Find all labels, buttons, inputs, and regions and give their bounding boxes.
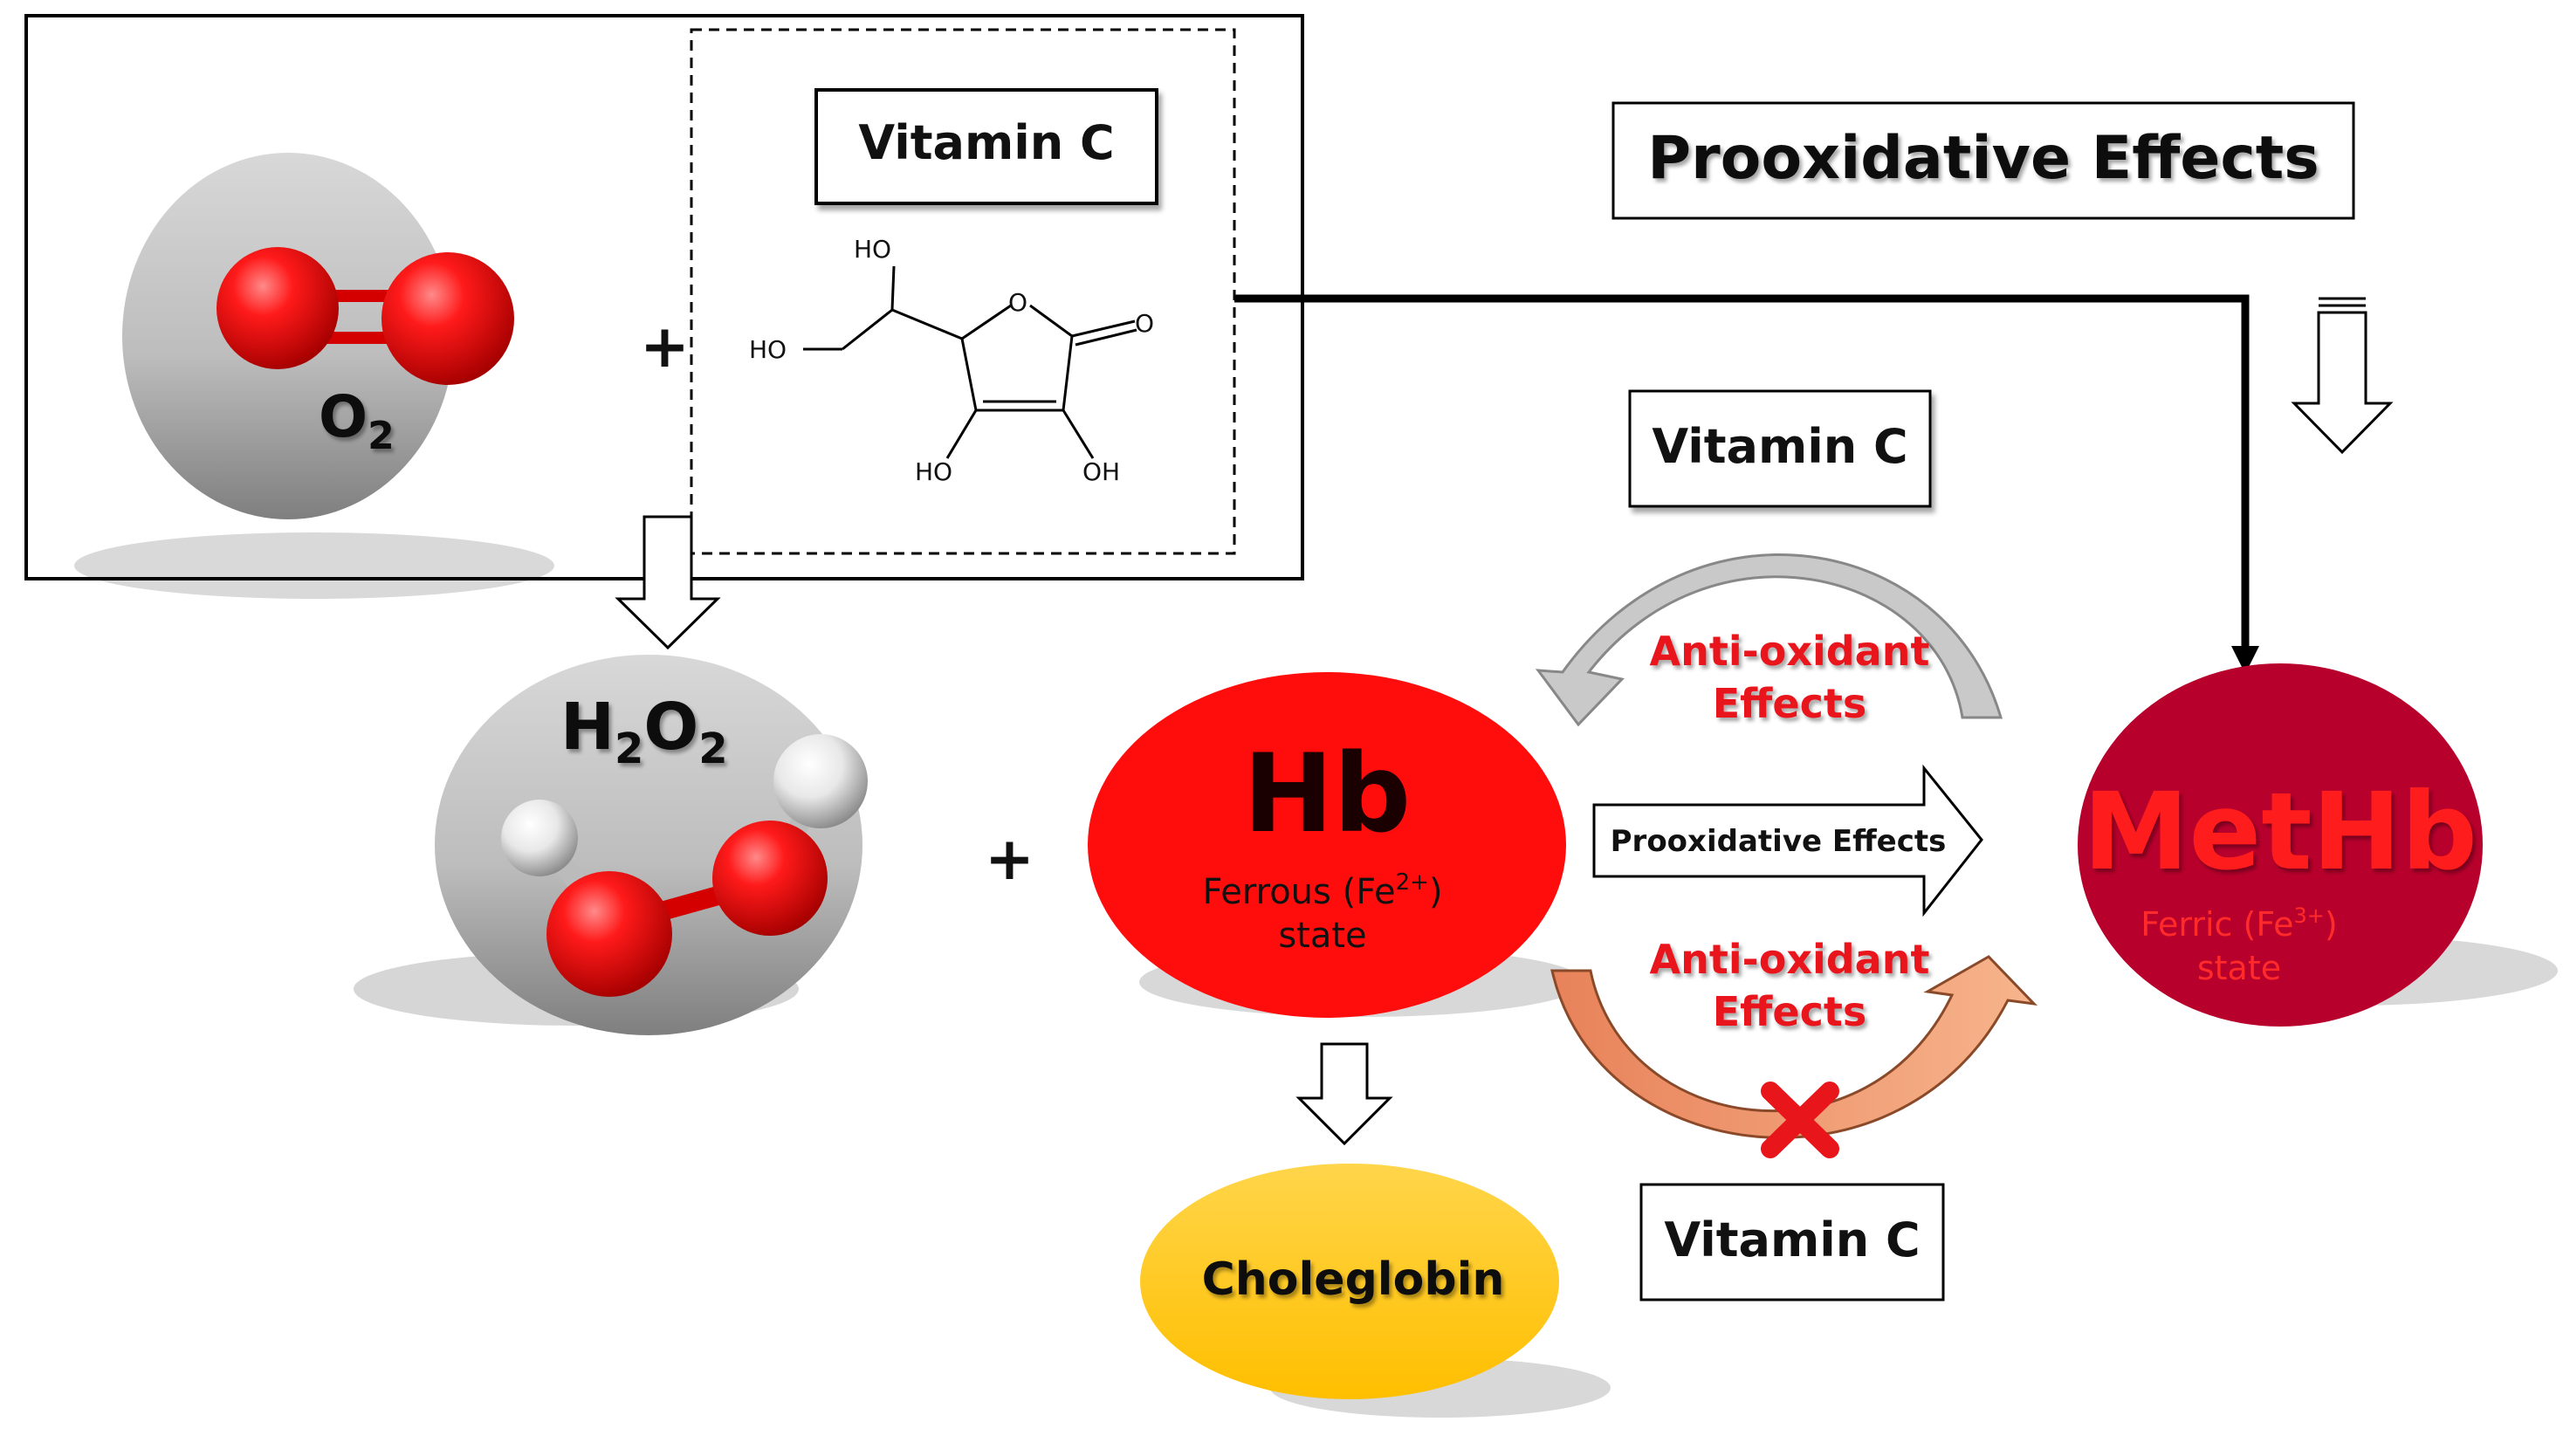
- choleglobin-group: Choleglobin: [1140, 1164, 1611, 1418]
- plus-sign-top: +: [640, 312, 690, 381]
- antioxidant-upper-curved-arrow: [1535, 553, 2003, 727]
- plus-sign-middle: +: [985, 825, 1034, 894]
- vitamin-c-bottom-label: Vitamin C: [1664, 1212, 1920, 1267]
- o2-label: O2: [319, 383, 395, 458]
- vitamin-c-middle-label: Vitamin C: [1652, 419, 1907, 474]
- choleglobin-ellipse: [1140, 1164, 1559, 1399]
- h2o2-label: H2O2: [560, 690, 728, 773]
- hb-state-line: state: [1278, 916, 1366, 956]
- h2o2-sphere: [435, 655, 862, 1035]
- o2-vitamin-c-group: O2 + Vitamin C HO HO O O HO: [24, 14, 1304, 599]
- vitamin-c-to-methb-connector: [1234, 294, 2250, 655]
- methb-ellipse: [2078, 663, 2483, 1027]
- h2o2-group: H2O2: [354, 655, 868, 1035]
- prooxidative-down-arrow: [2291, 297, 2394, 455]
- atom-label: HO: [749, 335, 787, 364]
- vitamin-c-label-box: [814, 88, 1158, 205]
- ascorbic-acid-structure-icon: [803, 265, 1137, 459]
- antioxidant-top-line1: Anti-oxidant: [1650, 628, 1930, 675]
- vitamin-c-middle-box: [1628, 389, 1932, 508]
- hb-group: Hb Ferrous (Fe2+) state: [1088, 672, 1584, 1018]
- down-arrow-to-choleglobin: [1295, 1042, 1393, 1146]
- prooxidative-arrow-label: Prooxidative Effects: [1611, 824, 1947, 859]
- methb-ferric-line: Ferric (Fe3+): [2141, 903, 2337, 944]
- blocked-cross-icon: [1761, 1082, 1839, 1158]
- atom-label: O: [1135, 309, 1154, 338]
- prooxidative-arrow: [1592, 764, 1983, 917]
- o2-molecule-icon: [216, 247, 514, 385]
- antioxidant-bottom-line1: Anti-oxidant: [1650, 936, 1930, 983]
- methb-group: MetHb Ferric (Fe3+) state: [2078, 663, 2558, 1027]
- antioxidant-top-line2: Effects: [1713, 680, 1867, 727]
- top-group-shadow: [74, 532, 554, 599]
- antioxidant-bottom-line2: Effects: [1713, 988, 1867, 1035]
- vitamin-c-bottom-box: [1639, 1183, 1945, 1301]
- atom-label: OH: [1082, 457, 1120, 486]
- hb-title: Hb: [1243, 731, 1412, 857]
- down-arrow-to-h2o2: [615, 515, 721, 650]
- methb-state-line: state: [2197, 949, 2281, 987]
- choleglobin-label: Choleglobin: [1202, 1253, 1505, 1306]
- atom-label: HO: [854, 235, 891, 264]
- connector-arrowhead: [2231, 646, 2259, 674]
- antioxidant-lower-curved-arrow: [1550, 955, 2038, 1139]
- prooxidative-effects-box: [1611, 101, 2355, 220]
- vitamin-c-label-top: Vitamin C: [858, 115, 1114, 170]
- ascorbic-acid-atom-labels: HO HO O O HO OH: [749, 235, 1154, 486]
- prooxidative-effects-title: Prooxidative Effects: [1647, 124, 2319, 193]
- methb-title: MetHb: [2083, 770, 2477, 894]
- atom-label: O: [1008, 288, 1027, 317]
- h2o2-molecule-icon: [501, 734, 868, 997]
- atom-label: HO: [915, 457, 952, 486]
- hb-ferrous-line: Ferrous (Fe2+): [1202, 869, 1442, 912]
- hb-ellipse: [1088, 672, 1566, 1018]
